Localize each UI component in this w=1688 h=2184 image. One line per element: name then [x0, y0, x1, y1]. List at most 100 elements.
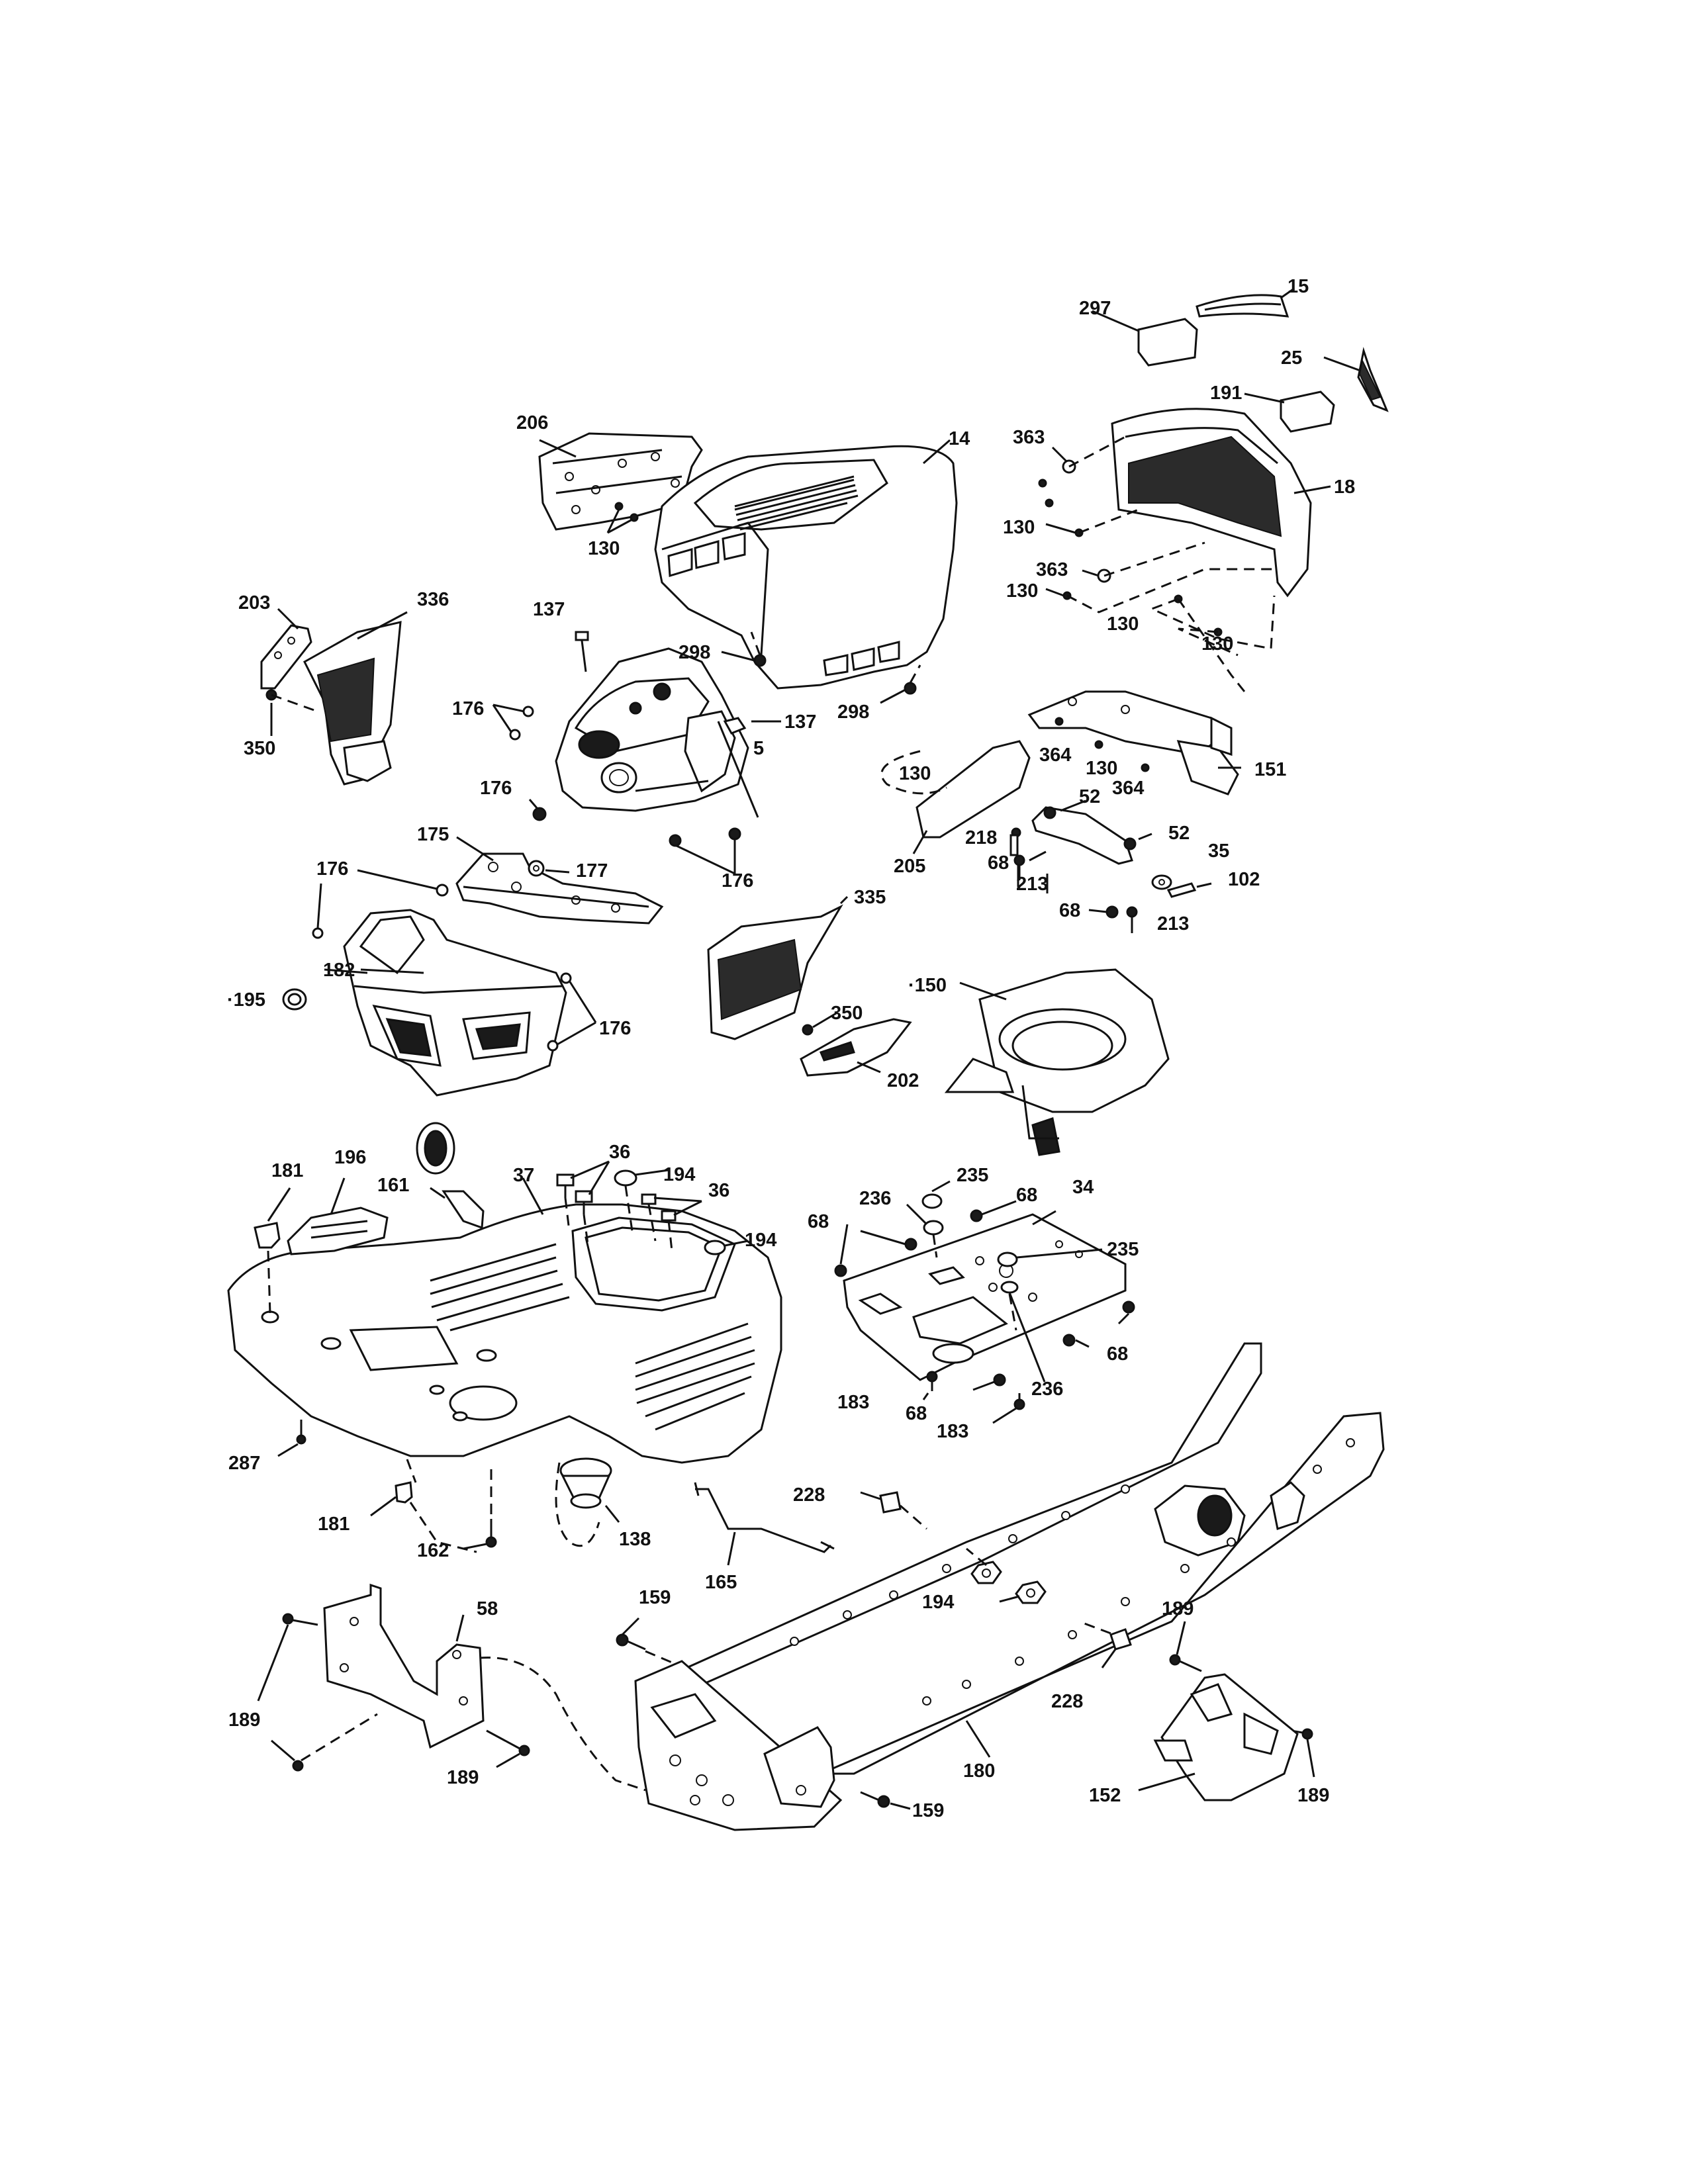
fasteners-130-363-upper	[1038, 435, 1276, 657]
part-205-side-panel	[880, 740, 1031, 854]
callout-52-b: 52	[1168, 823, 1190, 844]
callout-183-a: 183	[837, 1392, 869, 1413]
fasteners-176-lower	[312, 869, 597, 1052]
callout-189-d: 189	[1297, 1785, 1329, 1806]
callout-182: 182	[323, 960, 355, 981]
callout-137-b: 137	[784, 711, 816, 733]
callout-364-b: 364	[1112, 778, 1144, 799]
part-34-bracket-upper	[1009, 799, 1152, 887]
bolts-68-213-upper	[1013, 850, 1138, 933]
callout-350-left: 350	[244, 738, 275, 759]
callout-161: 161	[377, 1175, 409, 1196]
callout-34: 34	[1072, 1177, 1094, 1198]
part-159-screws	[616, 1617, 911, 1810]
callout-130-f: 130	[1086, 758, 1117, 779]
part-228-bolt-upper	[860, 1491, 927, 1530]
frame-rail-holes	[790, 1438, 1355, 1706]
callout-189-c: 189	[1162, 1598, 1194, 1619]
part-335-side-grille	[707, 895, 849, 1040]
part-189-screws	[257, 1613, 1315, 1778]
part-35-washer	[1151, 874, 1212, 898]
callout-68-a: 68	[988, 852, 1009, 874]
part-175-bracket	[455, 836, 664, 925]
bolts-36-194	[556, 1160, 749, 1255]
callout-298-a: 298	[679, 642, 710, 663]
callout-165: 165	[705, 1572, 737, 1593]
callout-68-d: 68	[808, 1211, 829, 1232]
callout-203: 203	[238, 592, 270, 614]
callout-130-upper: 130	[1003, 517, 1035, 538]
callout-159-b: 159	[912, 1800, 944, 1821]
callout-5: 5	[753, 738, 764, 759]
callout-102: 102	[1228, 869, 1260, 890]
callout-130-e: 130	[588, 538, 620, 559]
fasteners-235-236	[906, 1180, 1103, 1383]
callout-235-b: 235	[1107, 1239, 1139, 1260]
callout-176-a: 176	[452, 698, 484, 719]
callout-236-a: 236	[859, 1188, 891, 1209]
part-14-hood	[654, 439, 958, 690]
callout-18: 18	[1334, 477, 1355, 498]
callout-36-a: 36	[609, 1142, 630, 1163]
fasteners-298	[721, 631, 921, 704]
callout-287: 287	[228, 1453, 260, 1474]
callout-68-b: 68	[1059, 900, 1080, 921]
callout-159-a: 159	[639, 1587, 671, 1608]
callout-194-b: 194	[745, 1230, 776, 1251]
part-137-rods	[575, 631, 781, 818]
callout-151: 151	[1254, 759, 1286, 780]
part-58-bracket	[323, 1583, 646, 1792]
callout-176-c: 176	[722, 870, 753, 891]
callout-336: 336	[417, 589, 449, 610]
callout-363-upper: 363	[1013, 427, 1045, 448]
callout-15: 15	[1288, 276, 1309, 297]
callout-363-lower: 363	[1036, 559, 1068, 580]
part-191-block	[1244, 390, 1335, 433]
callout-52-a: 52	[1079, 786, 1100, 807]
callout-228-a: 228	[793, 1484, 825, 1506]
callout-202: 202	[887, 1070, 919, 1091]
part-195-plug	[282, 988, 307, 1011]
callout-138: 138	[619, 1529, 651, 1550]
callout-180: 180	[963, 1760, 995, 1782]
part-5-dashboard	[555, 647, 749, 812]
part-161-knob	[416, 1122, 485, 1230]
callout-130-d: 130	[1201, 633, 1233, 655]
part-350-bolt-center	[802, 1011, 838, 1036]
fender-vent-slots-upper	[430, 1243, 570, 1332]
callout-36-b: 36	[708, 1180, 729, 1201]
callout-213-b: 213	[1157, 913, 1189, 934]
callout-35: 35	[1208, 841, 1229, 862]
callout-14: 14	[949, 428, 970, 449]
callout-235-a: 235	[957, 1165, 988, 1186]
part-336-side-grille	[303, 611, 408, 786]
callout-236-b: 236	[1031, 1379, 1063, 1400]
part-162-screw	[463, 1469, 497, 1550]
bolts-68-183-lower	[834, 1200, 1135, 1424]
callout-68-f: 68	[906, 1403, 927, 1424]
part-177-nut	[528, 860, 570, 877]
part-165-rod	[694, 1482, 835, 1566]
fender-vent-slots-lower	[635, 1322, 755, 1431]
callout-298-b: 298	[837, 702, 869, 723]
callout-297: 297	[1079, 298, 1111, 319]
callout-150: ·150	[908, 975, 947, 996]
callout-137-a: 137	[533, 599, 565, 620]
callout-189-b: 189	[447, 1767, 479, 1788]
fasteners-130-hood	[606, 502, 639, 534]
callout-228-b: 228	[1051, 1691, 1083, 1712]
part-25-light	[1323, 347, 1389, 412]
part-350-bolt-left	[265, 689, 318, 736]
callout-205: 205	[894, 856, 925, 877]
callout-177: 177	[576, 860, 608, 882]
callout-176-d: 176	[316, 858, 348, 880]
part-180-frame-rail	[634, 1342, 1385, 1831]
callout-152: 152	[1089, 1785, 1121, 1806]
callout-206: 206	[516, 412, 548, 433]
callout-196: 196	[334, 1147, 366, 1168]
part-287-screw	[277, 1420, 306, 1457]
part-151-frame	[1027, 598, 1246, 796]
callout-181-b: 181	[318, 1514, 350, 1535]
callout-189-a: 189	[228, 1709, 260, 1731]
